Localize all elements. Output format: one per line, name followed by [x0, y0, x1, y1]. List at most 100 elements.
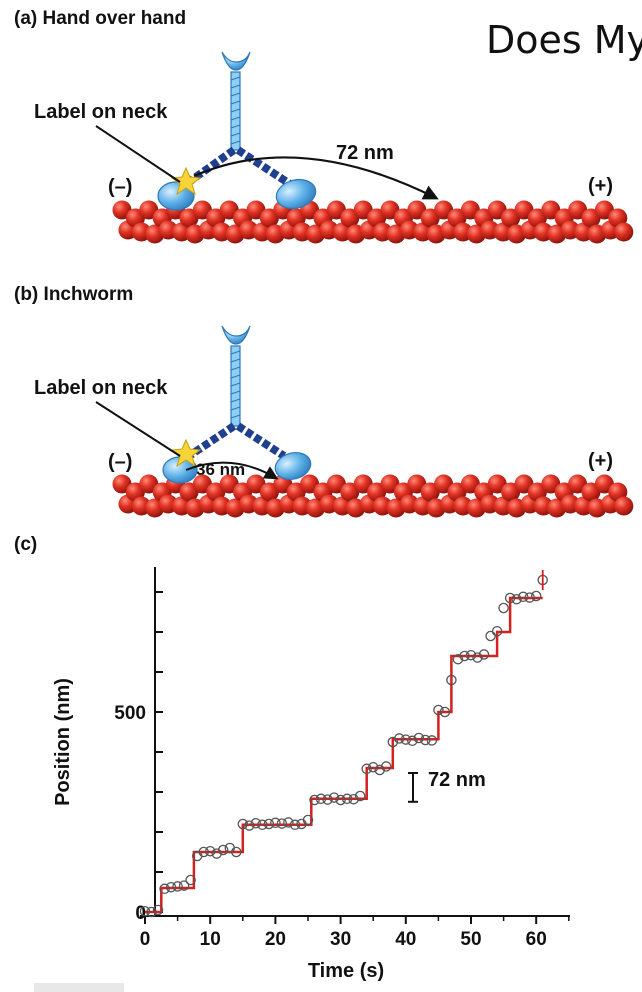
measured-point [361, 763, 372, 775]
measured-point [530, 590, 542, 602]
measured-point [198, 846, 209, 858]
measured-point [367, 761, 379, 773]
panel-b-plus-end: (+) [588, 450, 613, 472]
measured-point [433, 704, 444, 716]
panel-c-label: (c) [14, 534, 38, 555]
measured-point [446, 674, 457, 686]
measured-point [413, 732, 425, 744]
measured-point [485, 630, 496, 642]
measured-point [276, 818, 288, 829]
measured-point [348, 793, 359, 805]
panel-a-label: (a) Hand over hand [14, 8, 187, 29]
measured-point [374, 764, 385, 776]
measured-point [237, 818, 249, 830]
panel-b-callout: Label on neck [34, 377, 168, 399]
measured-point [165, 881, 177, 893]
measured-point [204, 845, 216, 857]
step-fit-series [145, 596, 543, 914]
measured-point [511, 593, 522, 605]
x-tick-label: 30 [330, 929, 351, 950]
measured-point [407, 735, 418, 747]
measured-point [452, 653, 464, 665]
measured-point [139, 905, 151, 917]
measured-point [478, 649, 490, 660]
actin-monomer [614, 496, 634, 516]
measured-point [341, 793, 353, 805]
scale-bar-label: 72 nm [428, 769, 486, 791]
measured-point [426, 735, 438, 746]
measured-point [257, 819, 268, 831]
measured-point [400, 734, 412, 745]
measured-point [211, 848, 222, 859]
measured-point [322, 794, 333, 805]
x-tick-label: 50 [460, 929, 481, 950]
measured-point [387, 736, 399, 748]
callout-line-a [95, 125, 181, 183]
panel-a-plus-end: (+) [588, 175, 613, 197]
slide-title: Does My [486, 18, 642, 62]
x-tick-label: 0 [140, 929, 151, 950]
measured-point [217, 844, 229, 856]
measured-point [465, 649, 477, 661]
measured-point [420, 734, 431, 746]
myosin-a-head-right [275, 178, 317, 210]
y-tick-label: 500 [114, 703, 146, 724]
myosin-b [95, 325, 312, 484]
measured-point [302, 814, 314, 826]
measured-point [146, 906, 157, 918]
measured-points-series [139, 570, 548, 918]
panel-a-minus-end: (–) [108, 176, 133, 198]
label-star-icon [170, 166, 202, 196]
measured-point [270, 817, 281, 829]
measured-point [517, 591, 529, 603]
measured-point [178, 880, 190, 891]
x-tick-label: 60 [526, 929, 547, 950]
panel-a-callout: Label on neck [34, 101, 168, 123]
scale-bar [408, 772, 418, 803]
measured-point [309, 794, 320, 806]
myosin-b-globular-tail [221, 325, 251, 345]
measured-point [439, 706, 451, 718]
myosin-a-neck-right [235, 146, 293, 188]
myosin-b-neck-right [235, 422, 287, 460]
measured-point [459, 650, 470, 662]
actin-filament-a [112, 200, 634, 244]
actin-filament-b [112, 474, 634, 518]
measured-point [498, 602, 509, 614]
step-arrow-a [193, 156, 439, 200]
myosin-illustration [95, 51, 634, 518]
myosin-a [95, 51, 439, 211]
measured-point [263, 818, 275, 830]
measured-point [472, 652, 483, 663]
panel-b-label: (b) Inchworm [14, 284, 134, 305]
x-tick-label: 10 [200, 929, 221, 950]
x-tick-label: 40 [395, 929, 416, 950]
measured-point [159, 883, 170, 895]
measured-point [172, 881, 183, 892]
measured-point [380, 761, 392, 772]
measured-point [244, 820, 255, 831]
measured-point [328, 792, 340, 803]
measured-point [491, 625, 503, 637]
step-arrow-b [185, 461, 279, 480]
callout-line-b [95, 401, 181, 457]
measured-point [283, 817, 294, 828]
measured-point [185, 874, 196, 886]
x-axis-title: Time (s) [308, 960, 384, 982]
measured-point [354, 790, 366, 802]
step-fit-line [145, 596, 543, 914]
measured-point [152, 904, 164, 916]
panel-b-minus-end: (–) [108, 451, 133, 473]
actin-monomer [614, 222, 634, 242]
myosin-a-globular-tail [221, 51, 251, 71]
measured-point [250, 817, 262, 829]
label-star-icon [170, 438, 202, 468]
x-tick-label: 20 [265, 929, 286, 950]
measured-point [504, 592, 516, 604]
measured-point [394, 733, 405, 744]
measured-point [289, 819, 301, 831]
measured-point [524, 592, 535, 603]
measured-point [335, 794, 346, 806]
y-axis-title: Position (nm) [52, 678, 74, 806]
